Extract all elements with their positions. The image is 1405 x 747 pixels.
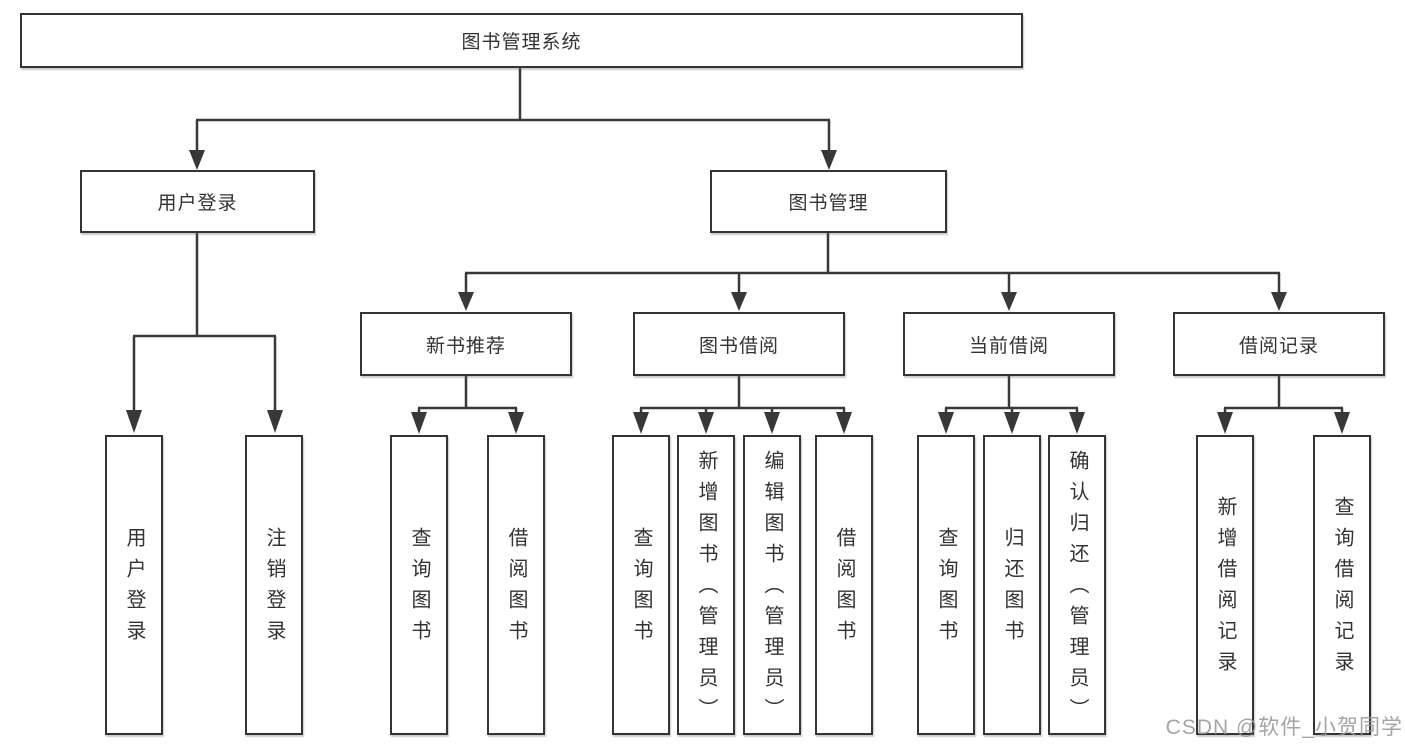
leaf-query-book-3: 查询图书 [917,435,975,735]
leaf-query-book-1: 查询图书 [390,435,448,735]
node-root: 图书管理系统 [20,13,1023,68]
node-current-borrow: 当前借阅 [903,312,1115,376]
node-borrow-record: 借阅记录 [1173,312,1385,376]
leaf-user-login: 用户登录 [105,435,163,735]
node-book-management: 图书管理 [710,170,947,233]
leaf-return-book: 归还图书 [983,435,1041,735]
node-book-borrow: 图书借阅 [633,312,845,376]
csdn-watermark: CSDN @软件_小贺同学 [1165,716,1403,739]
node-user-login: 用户登录 [80,170,315,233]
leaf-query-borrow-record: 查询借阅记录 [1313,435,1371,735]
leaf-add-borrow-record: 新增借阅记录 [1196,435,1254,735]
leaf-borrow-book-2: 借阅图书 [815,435,873,735]
leaf-query-book-2: 查询图书 [612,435,670,735]
leaf-logout: 注销登录 [245,435,303,735]
node-new-book-recommend: 新书推荐 [360,312,572,376]
leaf-confirm-return-admin: 确认归还（管理员） [1048,435,1106,735]
leaf-borrow-book-1: 借阅图书 [487,435,545,735]
leaf-add-book-admin: 新增图书（管理员） [677,435,735,735]
leaf-edit-book-admin: 编辑图书（管理员） [743,435,801,735]
